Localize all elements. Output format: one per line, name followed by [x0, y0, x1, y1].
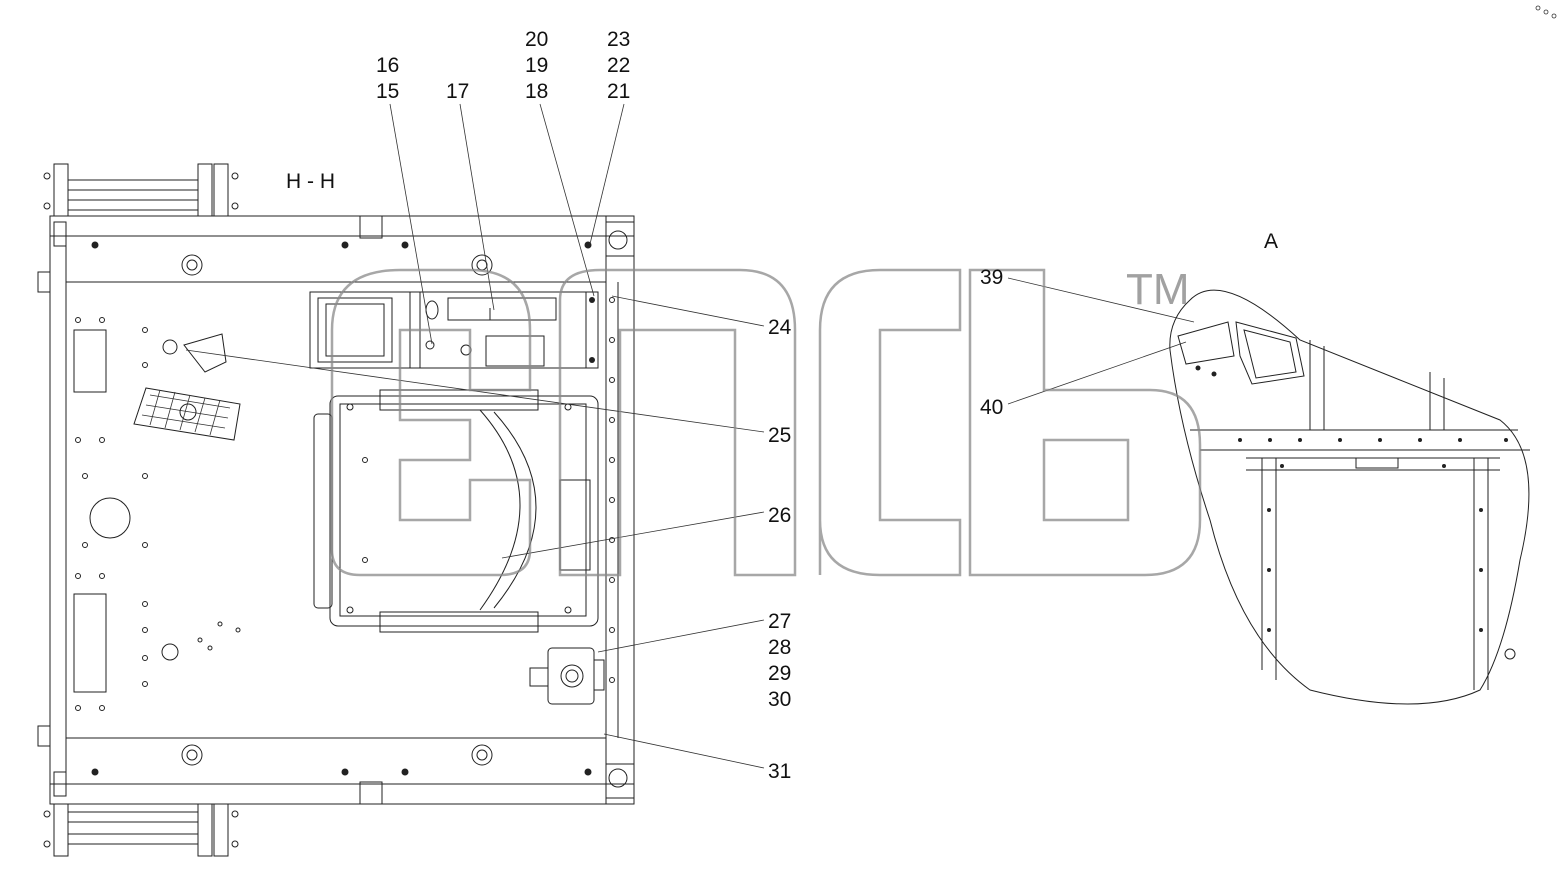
callout-20: 20 — [525, 28, 548, 51]
callout-26: 26 — [768, 504, 791, 527]
callout-21: 21 — [607, 80, 630, 103]
seat-hatch — [313, 389, 599, 633]
main-view-frame — [37, 215, 635, 805]
callout-29: 29 — [768, 662, 791, 685]
callout-28: 28 — [768, 636, 791, 659]
detail-a-view — [1169, 289, 1530, 705]
corner-mark — [1535, 5, 1557, 19]
rail-bolts — [91, 230, 628, 788]
detail-label: A — [1264, 230, 1278, 253]
callout-27: 27 — [768, 610, 791, 633]
callout-25: 25 — [768, 424, 791, 447]
left-side-features — [73, 329, 241, 693]
filler-cap — [529, 647, 605, 705]
leader-lines — [185, 103, 1195, 769]
watermark-trademark: TM — [1126, 265, 1190, 314]
callout-39: 39 — [980, 266, 1003, 289]
callout-18: 18 — [525, 80, 548, 103]
callout-19: 19 — [525, 54, 548, 77]
callout-15: 15 — [376, 80, 399, 103]
panel-bolts — [75, 297, 615, 711]
callout-24: 24 — [768, 316, 792, 339]
instrument-panel — [309, 291, 599, 369]
watermark-logo: TM — [330, 265, 1202, 577]
callout-22: 22 — [607, 54, 630, 77]
callout-31: 31 — [768, 760, 791, 783]
bottom-mounting-brackets — [43, 803, 239, 857]
callout-23: 23 — [607, 28, 630, 51]
callout-30: 30 — [768, 688, 791, 711]
callout-labels: 16 15 17 20 19 18 23 22 21 24 25 26 27 2… — [376, 28, 1003, 783]
callout-40: 40 — [980, 396, 1003, 419]
callout-17: 17 — [446, 80, 469, 103]
top-mounting-brackets — [43, 163, 239, 217]
callout-16: 16 — [376, 54, 399, 77]
section-label: H - H — [286, 170, 335, 193]
